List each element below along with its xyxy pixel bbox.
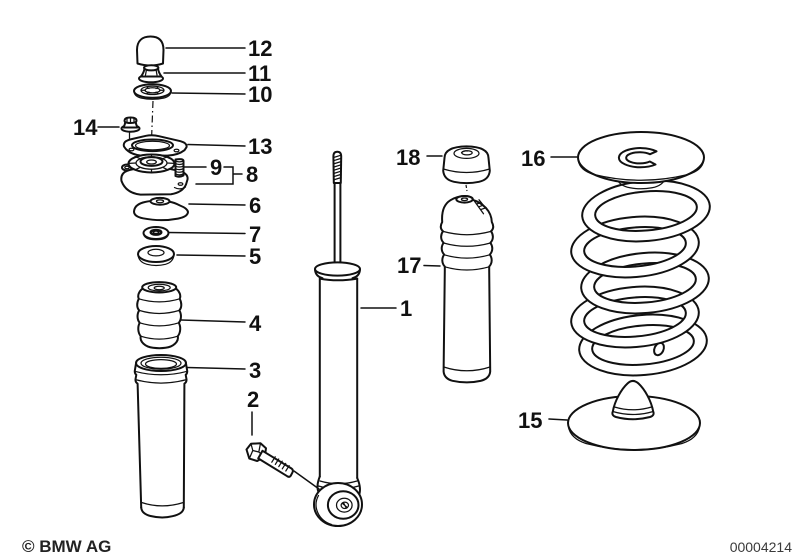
callout-14: 14 <box>73 115 98 140</box>
callout-5: 5 <box>249 244 261 269</box>
diagram-number-text: 00004214 <box>730 539 793 555</box>
coil-spring <box>570 179 711 377</box>
callout-7: 7 <box>249 222 261 247</box>
callout-18: 18 <box>396 145 420 170</box>
part-7-washer <box>142 226 170 241</box>
part-15-lower-spring-pad <box>567 379 701 451</box>
callout-11: 11 <box>248 61 271 86</box>
callout-12: 12 <box>248 36 272 61</box>
part-8-support-mount <box>120 153 189 196</box>
part-12-cap <box>136 35 165 67</box>
leader-lines <box>97 47 578 490</box>
callout-13: 13 <box>248 134 272 159</box>
callout-3: 3 <box>249 358 261 383</box>
part-17-dust-boot <box>439 194 495 384</box>
callout-4: 4 <box>249 311 262 336</box>
part-2-bolt <box>245 442 294 478</box>
callout-16: 16 <box>521 146 545 171</box>
part-1-shock-absorber <box>313 150 363 527</box>
part-6-rubber-mount <box>133 196 189 222</box>
part-4-bump-stop <box>136 281 183 350</box>
callout-6: 6 <box>249 193 261 218</box>
copyright-text: © BMW AG <box>22 537 111 556</box>
part-18-cap <box>442 145 491 185</box>
part-10-washer-disc <box>133 83 172 100</box>
part-14-lock-nut <box>120 116 141 144</box>
part-5-spacer-ring <box>137 245 175 267</box>
callout-8: 8 <box>246 162 258 187</box>
part-16-upper-spring-pad <box>577 131 705 190</box>
part-9-coil-insert <box>174 158 185 178</box>
part-11-nut <box>138 64 164 84</box>
part-3-protection-tube <box>133 354 189 519</box>
callout-17: 17 <box>397 253 421 278</box>
callout-1: 1 <box>400 296 412 321</box>
callout-9: 9 <box>210 155 222 180</box>
callout-labels: 12 11 10 14 13 9 8 6 7 5 4 3 2 1 18 17 1… <box>73 36 545 433</box>
callout-2: 2 <box>247 387 259 412</box>
callout-10: 10 <box>248 82 272 107</box>
callout-15: 15 <box>518 408 542 433</box>
part-13-plate <box>122 134 188 157</box>
